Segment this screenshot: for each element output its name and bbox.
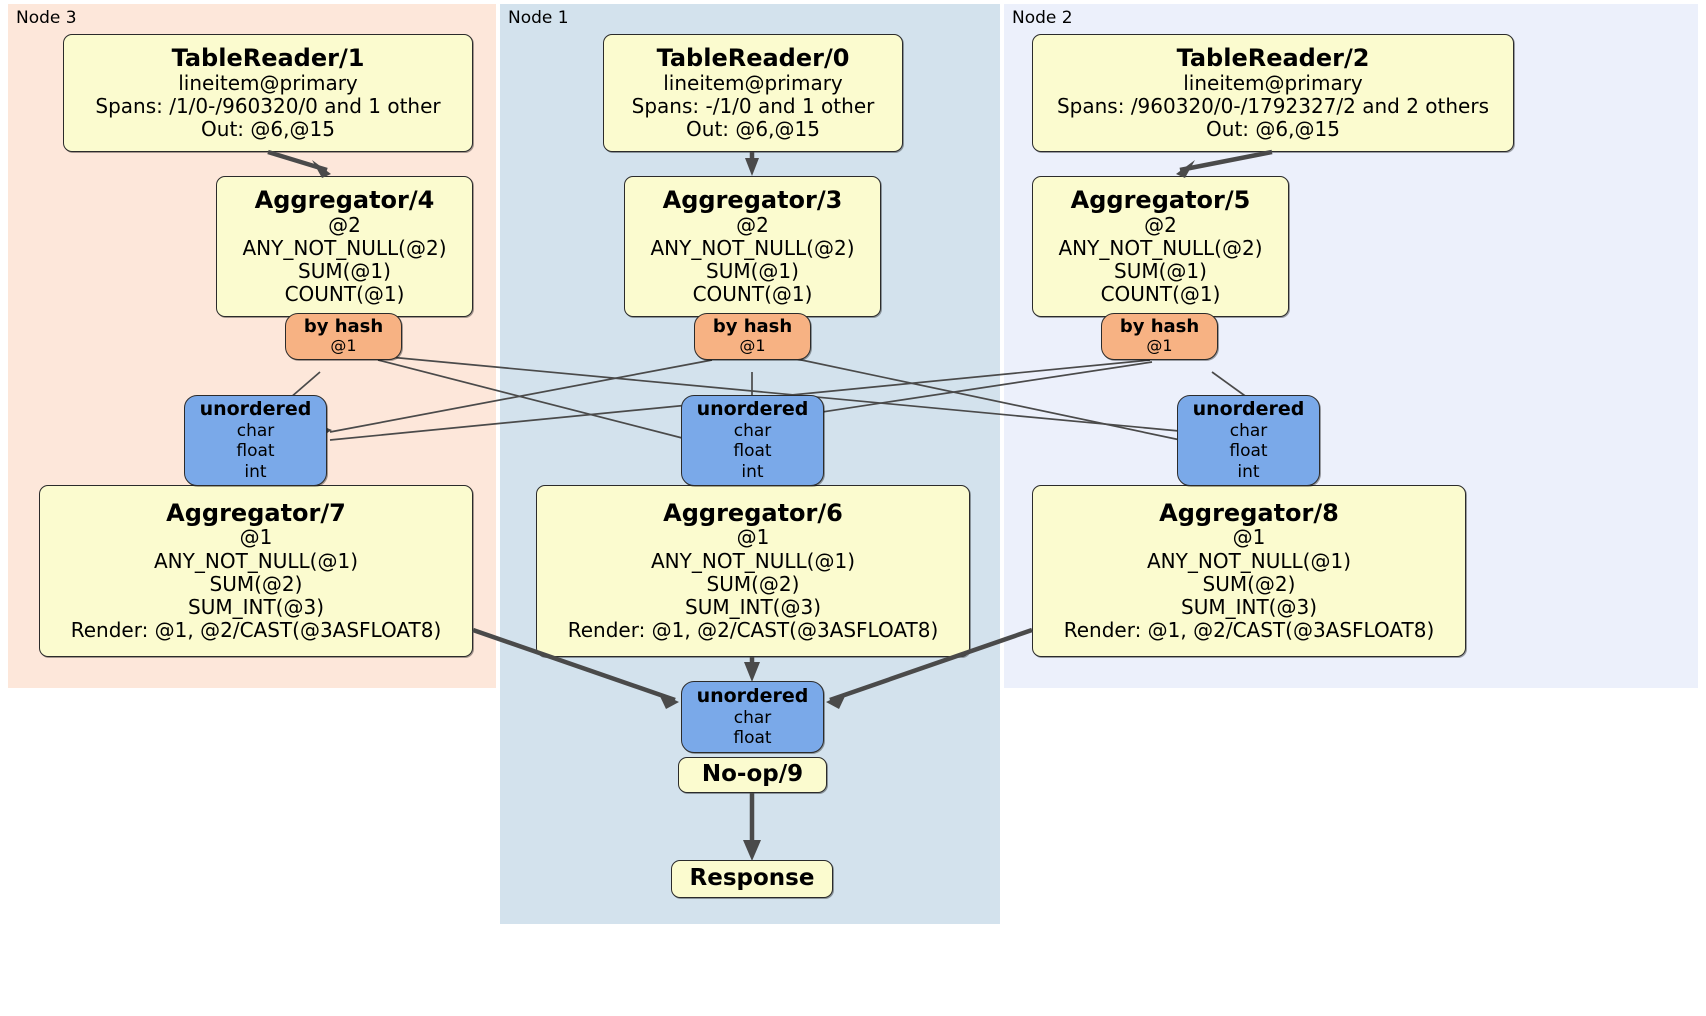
unordered-sync-node2-type-2: float (1229, 441, 1268, 462)
aggregator-3-title: Aggregator/3 (662, 185, 843, 214)
aggregator-7-group: @1 (239, 525, 273, 550)
unordered-sync-node2-type-1: char (1229, 420, 1268, 441)
unordered-sync-node3-type-2: float (236, 441, 275, 462)
table-reader-1-title: TableReader/1 (171, 43, 365, 72)
unordered-sync-node3[interactable]: unordered char float int (184, 395, 327, 486)
aggregator-7-title: Aggregator/7 (166, 498, 346, 527)
hash-router-node1-column: @1 (739, 336, 766, 356)
unordered-sync-node3-title: unordered (199, 397, 312, 420)
unordered-sync-final-title: unordered (696, 684, 809, 707)
aggregator-6-render: Render: @1, @2/CAST(@3ASFLOAT8) (567, 618, 939, 643)
aggregator-4-box[interactable]: Aggregator/4 @2 ANY_NOT_NULL(@2) SUM(@1)… (216, 176, 473, 317)
table-reader-2-box[interactable]: TableReader/2 lineitem@primary Spans: /9… (1032, 34, 1514, 152)
aggregator-5-group: @2 (1144, 212, 1177, 237)
response-box[interactable]: Response (671, 860, 833, 898)
aggregator-5-box[interactable]: Aggregator/5 @2 ANY_NOT_NULL(@2) SUM(@1)… (1032, 176, 1289, 317)
table-reader-1-box[interactable]: TableReader/1 lineitem@primary Spans: /1… (63, 34, 473, 152)
aggregator-5-func-2: SUM(@1) (1114, 258, 1207, 283)
unordered-sync-node1-type-3: int (741, 461, 764, 482)
aggregator-6-box[interactable]: Aggregator/6 @1 ANY_NOT_NULL(@1) SUM(@2)… (536, 485, 970, 657)
node-panel-label-node1: Node 1 (508, 8, 569, 28)
aggregator-4-func-1: ANY_NOT_NULL(@2) (242, 235, 447, 260)
aggregator-7-box[interactable]: Aggregator/7 @1 ANY_NOT_NULL(@1) SUM(@2)… (39, 485, 473, 657)
aggregator-6-func-3: SUM_INT(@3) (685, 595, 821, 620)
unordered-sync-node1-type-2: float (733, 441, 772, 462)
response-title: Response (689, 865, 815, 892)
table-reader-0-title: TableReader/0 (656, 43, 850, 72)
aggregator-8-group: @1 (1232, 525, 1266, 550)
aggregator-6-group: @1 (736, 525, 770, 550)
aggregator-3-func-2: SUM(@1) (706, 258, 799, 283)
unordered-sync-final-type-1: char (733, 707, 772, 728)
table-reader-0-out: Out: @6,@15 (686, 117, 820, 142)
aggregator-7-func-2: SUM(@2) (209, 571, 303, 596)
table-reader-2-index: lineitem@primary (1183, 70, 1363, 95)
aggregator-8-box[interactable]: Aggregator/8 @1 ANY_NOT_NULL(@1) SUM(@2)… (1032, 485, 1466, 657)
table-reader-1-spans: Spans: /1/0-/960320/0 and 1 other (95, 93, 441, 118)
hash-router-node3[interactable]: by hash @1 (285, 313, 402, 360)
node-panel-label-node3: Node 3 (16, 8, 77, 28)
unordered-sync-node3-type-3: int (244, 461, 267, 482)
hash-router-node2[interactable]: by hash @1 (1101, 313, 1218, 360)
hash-router-node1-title: by hash (712, 316, 793, 338)
aggregator-4-func-2: SUM(@1) (298, 258, 391, 283)
aggregator-3-func-3: COUNT(@1) (692, 282, 813, 307)
aggregator-3-box[interactable]: Aggregator/3 @2 ANY_NOT_NULL(@2) SUM(@1)… (624, 176, 881, 317)
unordered-sync-node1-type-1: char (733, 420, 772, 441)
aggregator-6-title: Aggregator/6 (663, 498, 843, 527)
unordered-sync-node3-type-1: char (236, 420, 275, 441)
table-reader-2-spans: Spans: /960320/0-/1792327/2 and 2 others (1056, 93, 1489, 118)
aggregator-5-title: Aggregator/5 (1070, 185, 1251, 214)
aggregator-8-title: Aggregator/8 (1159, 498, 1339, 527)
aggregator-3-group: @2 (736, 212, 769, 237)
unordered-sync-node2-title: unordered (1192, 397, 1305, 420)
node-panel-label-node2: Node 2 (1012, 8, 1073, 28)
aggregator-4-func-3: COUNT(@1) (284, 282, 405, 307)
hash-router-node2-column: @1 (1146, 336, 1173, 356)
unordered-sync-node1[interactable]: unordered char float int (681, 395, 824, 486)
unordered-sync-node1-title: unordered (696, 397, 809, 420)
table-reader-2-out: Out: @6,@15 (1206, 117, 1340, 142)
table-reader-2-title: TableReader/2 (1176, 43, 1370, 72)
aggregator-8-func-1: ANY_NOT_NULL(@1) (1147, 548, 1351, 573)
aggregator-3-func-1: ANY_NOT_NULL(@2) (650, 235, 855, 260)
unordered-sync-final-type-2: float (733, 727, 772, 748)
unordered-sync-final[interactable]: unordered char float (681, 681, 824, 753)
aggregator-7-func-3: SUM_INT(@3) (188, 595, 324, 620)
aggregator-4-title: Aggregator/4 (254, 185, 435, 214)
table-reader-0-box[interactable]: TableReader/0 lineitem@primary Spans: -/… (603, 34, 903, 152)
aggregator-5-func-1: ANY_NOT_NULL(@2) (1058, 235, 1263, 260)
aggregator-8-func-2: SUM(@2) (1202, 571, 1296, 596)
aggregator-7-func-1: ANY_NOT_NULL(@1) (154, 548, 358, 573)
table-reader-1-index: lineitem@primary (178, 70, 358, 95)
no-op-9-title: No-op/9 (701, 761, 804, 788)
hash-router-node1[interactable]: by hash @1 (694, 313, 811, 360)
table-reader-1-out: Out: @6,@15 (201, 117, 335, 142)
aggregator-8-func-3: SUM_INT(@3) (1181, 595, 1317, 620)
aggregator-6-func-2: SUM(@2) (706, 571, 800, 596)
no-op-9-box[interactable]: No-op/9 (678, 757, 827, 793)
aggregator-5-func-3: COUNT(@1) (1100, 282, 1221, 307)
hash-router-node2-title: by hash (1119, 316, 1200, 338)
aggregator-6-func-1: ANY_NOT_NULL(@1) (651, 548, 855, 573)
hash-router-node3-title: by hash (303, 316, 384, 338)
table-reader-0-spans: Spans: -/1/0 and 1 other (631, 93, 875, 118)
aggregator-7-render: Render: @1, @2/CAST(@3ASFLOAT8) (70, 618, 442, 643)
unordered-sync-node2[interactable]: unordered char float int (1177, 395, 1320, 486)
hash-router-node3-column: @1 (330, 336, 357, 356)
unordered-sync-node2-type-3: int (1237, 461, 1260, 482)
table-reader-0-index: lineitem@primary (663, 70, 843, 95)
aggregator-4-group: @2 (328, 212, 361, 237)
aggregator-8-render: Render: @1, @2/CAST(@3ASFLOAT8) (1063, 618, 1435, 643)
